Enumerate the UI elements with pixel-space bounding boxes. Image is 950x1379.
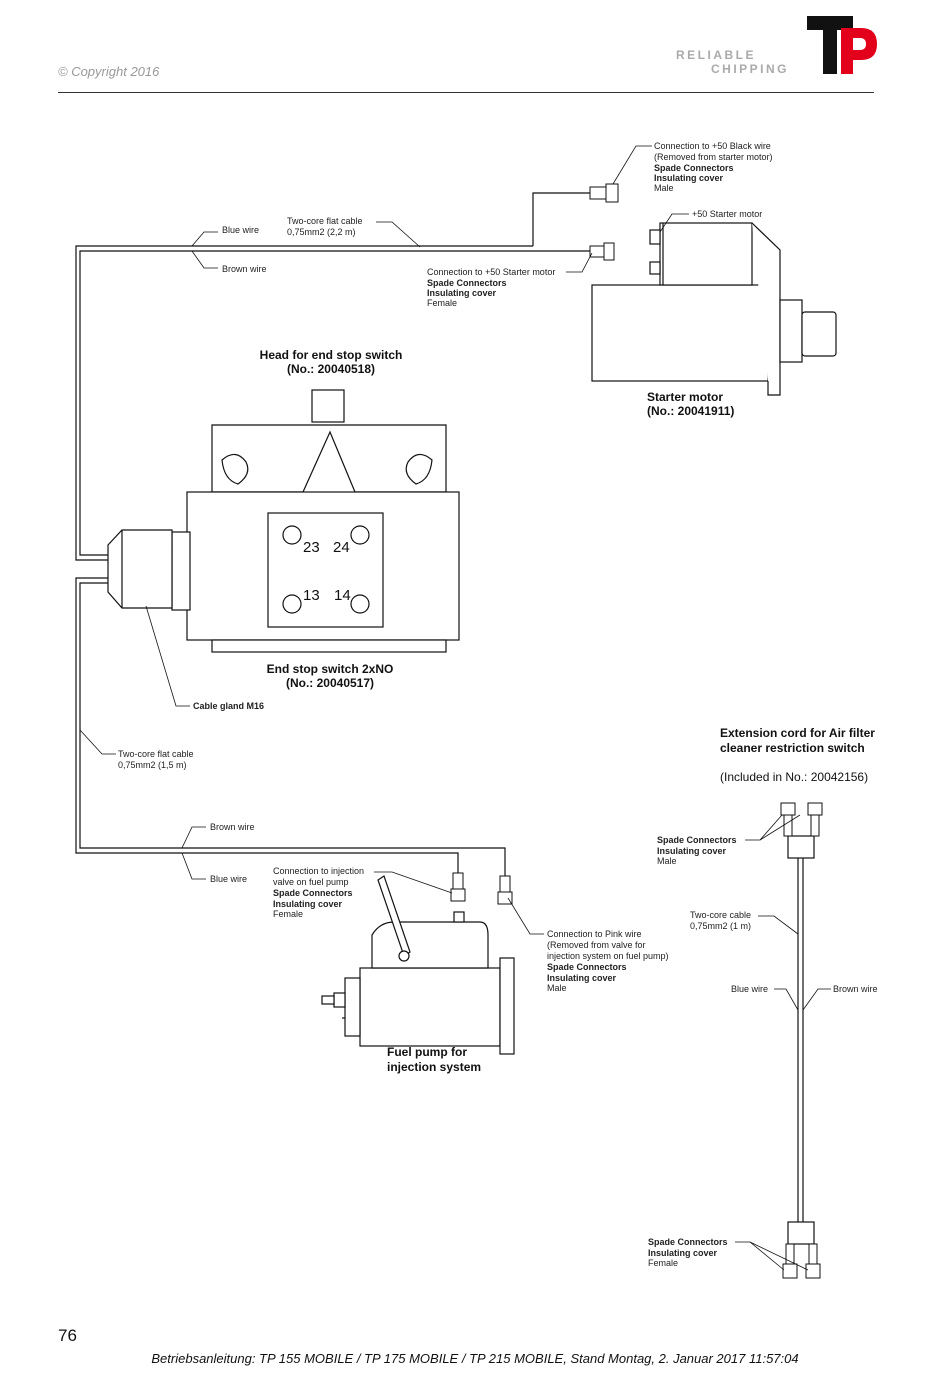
terminal-screws — [282, 525, 370, 614]
label-two-core-top-l2: 0,75mm2 (2,2 m) — [287, 227, 356, 237]
label-conn-black-l4: Insulating cover — [654, 173, 724, 183]
spade-connector-female-top — [589, 242, 615, 261]
ext-connector-bottom — [782, 1243, 821, 1279]
label-ext-spade-top-l3: Male — [657, 856, 677, 866]
title-ext-included: (Included in No.: 20042156) — [720, 770, 868, 784]
label-cable-gland: Cable gland M16 — [193, 701, 264, 711]
brand-tagline-reliable: RELIABLE — [676, 48, 756, 62]
label-ext-spade-bottom-l1: Spade Connectors — [648, 1237, 728, 1247]
label-ext-spade-top-l1: Spade Connectors — [657, 835, 737, 845]
ext-connector-top — [780, 802, 823, 837]
label-conn-black-l3: Spade Connectors — [654, 163, 734, 173]
label-two-core-left-l2: 0,75mm2 (1,5 m) — [118, 760, 187, 770]
label-pink-l6: Male — [547, 983, 567, 993]
label-conn-black-l5: Male — [654, 183, 674, 193]
label-inj-l5: Female — [273, 909, 303, 919]
brand-tagline-chipping: CHIPPING — [711, 62, 790, 76]
label-conn-female-l2: Spade Connectors — [427, 278, 507, 288]
label-pink-l5: Insulating cover — [547, 973, 617, 983]
title-ext-l2: cleaner restriction switch — [720, 741, 865, 755]
title-head-l2: (No.: 20040518) — [287, 362, 375, 376]
label-two-core-ext-l1: Two-core cable — [690, 910, 751, 920]
label-two-core-left-l1: Two-core flat cable — [118, 749, 194, 759]
title-head-l1: Head for end stop switch — [260, 348, 403, 362]
label-pink-l3: injection system on fuel pump) — [547, 951, 669, 961]
label-pink-l4: Spade Connectors — [547, 962, 627, 972]
label-plus50-starter: +50 Starter motor — [692, 209, 762, 219]
terminal-23: 23 — [303, 539, 320, 556]
copyright-notice: © Copyright 2016 — [58, 64, 160, 79]
title-ext-l1: Extension cord for Air filter — [720, 726, 875, 740]
fuel-pump — [321, 875, 515, 1055]
starter-motor — [591, 222, 837, 396]
label-conn-black-l1: Connection to +50 Black wire — [654, 141, 771, 151]
title-fuel-l2: injection system — [387, 1060, 481, 1074]
tp-logo — [807, 16, 877, 74]
label-ext-spade-bottom-l3: Female — [648, 1258, 678, 1268]
label-conn-female-l3: Insulating cover — [427, 288, 497, 298]
label-inj-l2: valve on fuel pump — [273, 877, 349, 887]
label-blue-wire-bottom: Blue wire — [210, 874, 247, 884]
footer-text: Betriebsanleitung: TP 155 MOBILE / TP 17… — [151, 1351, 799, 1366]
title-starter-l2: (No.: 20041911) — [647, 404, 734, 418]
terminal-14: 14 — [334, 587, 351, 604]
label-ext-brown: Brown wire — [833, 984, 878, 994]
title-fuel-l1: Fuel pump for — [387, 1045, 467, 1059]
title-starter-l1: Starter motor — [647, 390, 723, 404]
label-inj-l1: Connection to injection — [273, 866, 364, 876]
label-two-core-ext-l2: 0,75mm2 (1 m) — [690, 921, 751, 931]
label-inj-l4: Insulating cover — [273, 899, 343, 909]
extension-cord — [787, 835, 815, 1245]
label-inj-l3: Spade Connectors — [273, 888, 353, 898]
terminal-13: 13 — [303, 587, 320, 604]
label-pink-l1: Connection to Pink wire — [547, 929, 642, 939]
terminal-24: 24 — [333, 539, 350, 556]
label-pink-l2: (Removed from valve for — [547, 940, 646, 950]
page-number: 76 — [58, 1326, 77, 1345]
spade-connector-male-top — [589, 183, 619, 203]
header-rule — [58, 92, 874, 93]
label-ext-blue: Blue wire — [731, 984, 768, 994]
title-switch-l1: End stop switch 2xNO — [267, 662, 394, 676]
label-blue-wire-top: Blue wire — [222, 225, 259, 235]
label-ext-spade-bottom-l2: Insulating cover — [648, 1248, 718, 1258]
label-two-core-top-l1: Two-core flat cable — [287, 216, 363, 226]
pink-wire-connector — [497, 875, 513, 905]
label-conn-female-l4: Female — [427, 298, 457, 308]
label-brown-wire-bottom: Brown wire — [210, 822, 255, 832]
label-conn-female-l1: Connection to +50 Starter motor — [427, 267, 555, 277]
label-conn-black-l2: (Removed from starter motor) — [654, 152, 773, 162]
label-brown-wire-top: Brown wire — [222, 264, 267, 274]
end-stop-switch — [107, 389, 460, 653]
label-ext-spade-top-l2: Insulating cover — [657, 846, 727, 856]
title-switch-l2: (No.: 20040517) — [286, 676, 374, 690]
injection-connector — [450, 872, 466, 902]
